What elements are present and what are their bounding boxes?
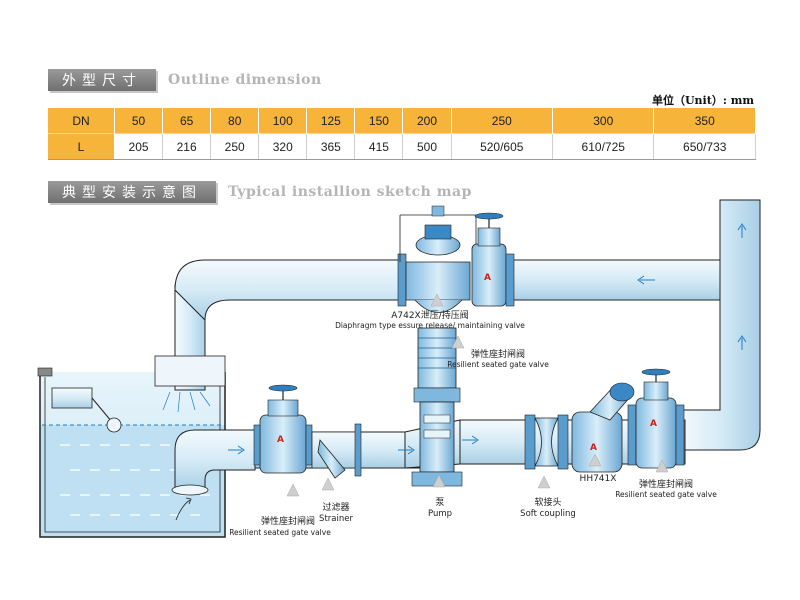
label-a742-cn: A742X泄压/持压阀 — [391, 309, 469, 321]
dn-cell: 150 — [354, 108, 404, 134]
dn-cell: 250 — [451, 108, 554, 134]
label-pump-en: Pump — [428, 509, 452, 519]
return-pipe — [154, 259, 406, 413]
dn-cell: 50 — [114, 108, 164, 134]
gate-valve-left: A — [253, 384, 313, 474]
l-cell: 500 — [402, 133, 452, 160]
pump — [411, 327, 463, 487]
gate-valve-right: A — [627, 368, 685, 469]
label-soft-cn: 软接头 — [534, 496, 561, 508]
section-title-en: Outline dimension — [168, 72, 322, 88]
dn-cell: 125 — [306, 108, 356, 134]
dimension-table: DN 50 65 80 100 125 150 200 250 300 350 … — [48, 108, 756, 160]
section-title-cn: 典型安装示意图 — [48, 181, 216, 203]
label-gate-left-cn: 弹性座封闸阀 — [261, 515, 315, 527]
label-hh741x: HH741X — [580, 474, 617, 484]
label-pump-cn: 泵 — [435, 497, 444, 508]
float-valve — [51, 387, 122, 433]
l-cell: 216 — [162, 133, 212, 160]
label-gate-right-cn: 弹性座封闸阀 — [639, 478, 693, 490]
soft-coupling — [524, 414, 569, 470]
table-row-dn: DN 50 65 80 100 125 150 200 250 300 350 — [48, 108, 756, 134]
l-cell: 415 — [354, 133, 404, 160]
label-gate-right-en: Resilient seated gate valve — [615, 490, 717, 499]
svg-text:A: A — [590, 443, 597, 453]
svg-text:A: A — [277, 435, 284, 445]
hh741x-valve: A — [571, 382, 635, 473]
svg-text:A: A — [650, 419, 657, 429]
dn-cell: 65 — [162, 108, 212, 134]
svg-text:A: A — [484, 273, 491, 283]
l-cell: 250 — [210, 133, 260, 160]
dn-cell: 200 — [402, 108, 452, 134]
row-header-l: L — [48, 133, 115, 160]
suction-pipe — [171, 429, 256, 521]
label-strainer-en: Strainer — [319, 514, 353, 524]
dn-cell: 100 — [258, 108, 308, 134]
dn-cell: 350 — [653, 108, 756, 134]
installation-sketch: A A — [37, 199, 761, 538]
dn-cell: 80 — [210, 108, 260, 134]
label-a742-en: Diaphragm type essure release/ maintaini… — [335, 321, 525, 330]
l-cell: 650/733 — [653, 133, 756, 160]
strainer — [311, 423, 362, 479]
l-cell: 205 — [114, 133, 164, 160]
gate-valve-top: A — [471, 212, 515, 307]
pointer-markers — [286, 293, 669, 497]
label-gate-top-en: Resilient seated gate valve — [447, 360, 549, 369]
section-header-outline: 外型尺寸 Outline dimension — [48, 68, 322, 92]
label-gate-top-cn: 弹性座封闸阀 — [471, 348, 525, 360]
dn-cell: 300 — [552, 108, 655, 134]
section-title-cn: 外型尺寸 — [48, 69, 156, 91]
label-gate-left-en: Resilient seated gate valve — [229, 528, 331, 537]
l-cell: 520/605 — [451, 133, 554, 160]
l-cell: 365 — [306, 133, 356, 160]
section-title-en: Typical installion sketch map — [228, 184, 472, 200]
label-strainer-cn: 过滤器 — [322, 501, 349, 513]
label-soft-en: Soft coupling — [520, 509, 576, 519]
row-header-dn: DN — [48, 108, 115, 134]
l-cell: 610/725 — [552, 133, 655, 160]
section-header-sketch: 典型安装示意图 Typical installion sketch map — [48, 180, 472, 204]
top-pipe — [509, 199, 761, 451]
unit-label: 单位（Unit）: mm — [651, 94, 754, 107]
l-cell: 320 — [258, 133, 308, 160]
table-row-l: L 205 216 250 320 365 415 500 520/605 61… — [48, 133, 756, 160]
